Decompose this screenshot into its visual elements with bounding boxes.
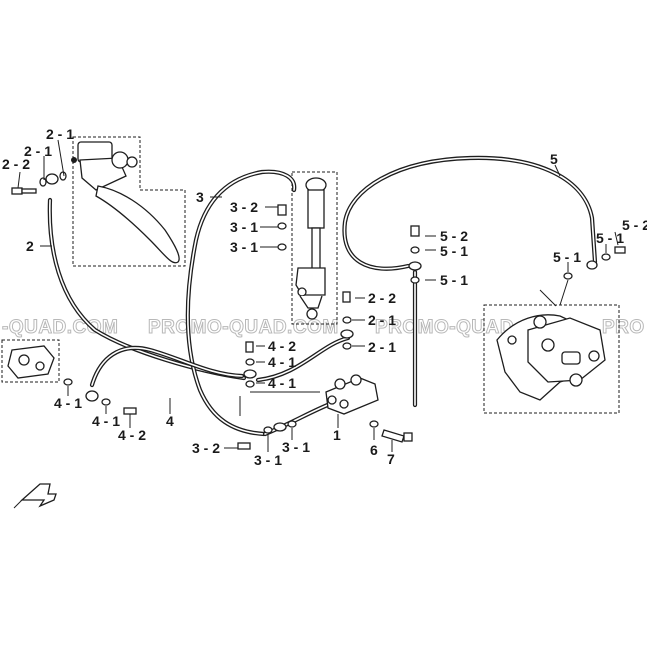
bolt-4-2-a <box>245 341 254 353</box>
callout-5-1-d: 5 - 1 <box>553 249 581 265</box>
column-3-fittings <box>277 204 287 251</box>
callout-5-2-a: 5 - 2 <box>440 228 468 244</box>
washer-4-1-b <box>245 380 255 388</box>
watermark-text-4: PRO <box>602 317 645 338</box>
bolt-2-2-left <box>11 187 23 195</box>
washer-4-1-a <box>245 358 255 366</box>
callout-2-1-c: 2 - 1 <box>368 312 396 328</box>
washer-2-1-c <box>342 316 352 324</box>
callout-3-1-b: 3 - 1 <box>230 239 258 255</box>
bolt-7 <box>381 429 405 443</box>
callout-4: 4 <box>166 413 174 429</box>
callout-7: 7 <box>387 451 395 467</box>
washer-3-1-a <box>277 222 287 230</box>
front-caliper <box>496 279 606 401</box>
column-5-fittings <box>408 225 626 284</box>
banjo-fitting-2 <box>45 173 59 185</box>
callout-2-1-a: 2 - 1 <box>46 126 74 142</box>
washer-5-1-c <box>563 272 573 280</box>
washer-6 <box>369 420 379 428</box>
rear-caliper-body <box>7 345 55 379</box>
callout-2-2-a: 2 - 2 <box>2 156 30 172</box>
callout-5-1-b: 5 - 1 <box>440 272 468 288</box>
callout-2-1-d: 2 - 1 <box>368 339 396 355</box>
callout-4-1-c: 4 - 1 <box>54 395 82 411</box>
leader-lines <box>17 139 619 452</box>
callout-4-1-a: 4 - 1 <box>268 354 296 370</box>
reservoir-dashed-box <box>291 171 338 325</box>
fittings-6-7 <box>369 420 413 443</box>
column-4-fittings <box>243 341 257 388</box>
bolt-5-2-b <box>614 246 626 254</box>
washer-3-1-d <box>287 420 297 428</box>
front-direction-icon <box>13 483 57 509</box>
washer-2-1-a <box>39 177 47 187</box>
callout-4-1-b: 4 - 1 <box>268 375 296 391</box>
callout-4-2-a: 4 - 2 <box>268 338 296 354</box>
bolt-3-2 <box>277 204 287 216</box>
rear-caliper <box>7 345 55 379</box>
callout-3-1-c: 3 - 1 <box>254 452 282 468</box>
callout-2: 2 <box>26 238 34 254</box>
callout-4-2-b: 4 - 2 <box>118 427 146 443</box>
callout-1: 1 <box>333 427 341 443</box>
rear-caliper-dashed-box <box>1 339 60 383</box>
washer-3-1-c <box>263 426 273 434</box>
washer-2-1-b <box>59 171 67 181</box>
master-cylinder-cap <box>111 151 129 169</box>
callout-3: 3 <box>196 189 204 205</box>
front-direction-arrow <box>20 483 57 508</box>
bolt-5-2-a <box>410 225 420 237</box>
master-cylinder-assembly <box>71 141 180 264</box>
callout-3-1-d: 3 - 1 <box>282 439 310 455</box>
washer-2-1-d <box>342 342 352 350</box>
callout-4-1-d: 4 - 1 <box>92 413 120 429</box>
lower-3-fittings <box>237 420 297 450</box>
callout-5: 5 <box>550 151 558 167</box>
caliper-body <box>527 317 606 383</box>
callout-labels: 2 - 1 2 - 1 2 - 2 2 3 3 - 2 3 - 1 3 - 1 … <box>2 126 647 468</box>
washer-3-1-b <box>277 243 287 251</box>
callout-5-1-a: 5 - 1 <box>440 243 468 259</box>
callout-5-1-c: 5 - 1 <box>596 230 624 246</box>
washer-5-1-b <box>410 276 420 284</box>
callout-3-2-a: 3 - 2 <box>230 199 258 215</box>
reservoir-body <box>307 189 325 229</box>
bolt-4-2-b <box>123 407 137 415</box>
callout-3-2-b: 3 - 2 <box>192 440 220 456</box>
master-cylinder-dashed-box <box>72 136 186 267</box>
callout-3-1-a: 3 - 1 <box>230 219 258 235</box>
washer-4-1-d <box>101 398 111 406</box>
brake-lever <box>95 185 180 264</box>
lower-left-fittings <box>63 378 137 415</box>
washer-5-1-a <box>410 246 420 254</box>
front-caliper-dashed-box <box>483 304 620 414</box>
callout-2-1-b: 2 - 1 <box>24 143 52 159</box>
column-2-fittings <box>340 291 354 350</box>
watermark-text-2: PROMO-QUAD.COM <box>148 317 339 338</box>
bolt-3-2-b <box>237 442 251 450</box>
washer-4-1-c <box>63 378 73 386</box>
hose-rail <box>239 391 320 416</box>
reservoir-assembly <box>295 177 327 320</box>
callout-6: 6 <box>370 442 378 458</box>
callout-5-2-b: 5 - 2 <box>622 217 647 233</box>
junction-block <box>325 374 379 415</box>
washer-5-1-d <box>601 253 611 261</box>
bolt-2-2-center <box>342 291 351 303</box>
callout-2-2-b: 2 - 2 <box>368 290 396 306</box>
upper-left-fittings <box>11 171 67 195</box>
